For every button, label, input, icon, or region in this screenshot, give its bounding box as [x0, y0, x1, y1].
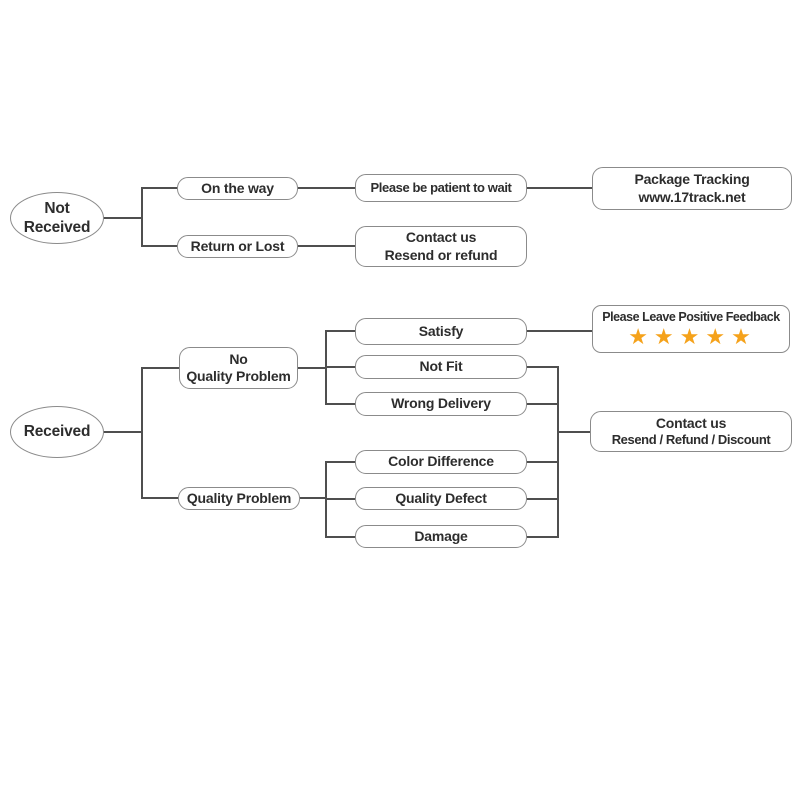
- connector-line: [527, 536, 558, 538]
- no-quality-problem-line1: No: [229, 350, 248, 367]
- quality-problem-label: Quality Problem: [186, 489, 292, 506]
- node-satisfy: Satisfy: [355, 318, 527, 345]
- node-return-or-lost: Return or Lost: [177, 235, 298, 258]
- node-please-wait: Please be patient to wait: [355, 174, 527, 202]
- contact-discount-line1: Contact us: [655, 414, 727, 431]
- received-label: Received: [23, 423, 91, 441]
- not-received-label-line1: Not: [44, 199, 70, 217]
- node-positive-feedback: Please Leave Positive Feedback ★★★★★: [592, 305, 790, 353]
- no-quality-problem-line2: Quality Problem: [186, 368, 291, 384]
- positive-feedback-label: Please Leave Positive Feedback: [602, 309, 780, 324]
- connector-line: [141, 367, 180, 369]
- node-contact-discount: Contact us Resend / Refund / Discount: [590, 411, 792, 452]
- package-tracking-line2: www.17track.net: [638, 188, 746, 205]
- contact-resend-refund-line1: Contact us: [405, 229, 477, 245]
- connector-line: [325, 536, 355, 538]
- node-no-quality-problem: No Quality Problem: [179, 347, 298, 389]
- return-or-lost-label: Return or Lost: [190, 237, 285, 254]
- connector-line: [325, 498, 355, 500]
- node-received: Received: [10, 406, 104, 458]
- quality-defect-label: Quality Defect: [395, 489, 487, 506]
- connector-line: [141, 367, 143, 499]
- connector-line: [527, 366, 558, 368]
- not-fit-label: Not Fit: [419, 358, 463, 375]
- connector-line: [527, 461, 558, 463]
- node-wrong-delivery: Wrong Delivery: [355, 392, 527, 416]
- connector-line: [557, 431, 590, 433]
- node-not-received: Not Received: [10, 192, 104, 244]
- node-quality-problem: Quality Problem: [178, 487, 300, 510]
- connector-line: [527, 187, 592, 189]
- connector-line: [298, 187, 355, 189]
- connector-line: [527, 403, 558, 405]
- please-wait-label: Please be patient to wait: [370, 179, 512, 195]
- on-the-way-label: On the way: [201, 179, 274, 196]
- connector-line: [325, 461, 355, 463]
- not-received-label-line2: Received: [23, 219, 91, 236]
- node-not-fit: Not Fit: [355, 355, 527, 379]
- connector-line: [141, 245, 178, 247]
- node-color-difference: Color Difference: [355, 450, 527, 474]
- node-package-tracking: Package Tracking www.17track.net: [592, 167, 792, 210]
- connector-line: [325, 366, 355, 368]
- package-tracking-line1: Package Tracking: [634, 171, 750, 187]
- connector-line: [297, 497, 327, 499]
- contact-resend-refund-line2: Resend or refund: [384, 246, 498, 263]
- connector-line: [527, 498, 558, 500]
- connector-line: [557, 366, 559, 538]
- satisfy-label: Satisfy: [418, 322, 464, 339]
- connector-line: [141, 497, 179, 499]
- connector-line: [103, 431, 143, 433]
- connector-line: [325, 403, 355, 405]
- node-contact-resend-refund: Contact us Resend or refund: [355, 226, 527, 267]
- color-difference-label: Color Difference: [388, 453, 494, 470]
- connector-line: [527, 330, 592, 332]
- contact-discount-line2: Resend / Refund / Discount: [611, 432, 771, 448]
- connector-line: [141, 187, 178, 189]
- connector-line: [297, 367, 327, 369]
- connector-line: [325, 330, 355, 332]
- node-on-the-way: On the way: [177, 177, 298, 200]
- wrong-delivery-label: Wrong Delivery: [391, 395, 491, 412]
- node-quality-defect: Quality Defect: [355, 487, 527, 510]
- connector-line: [103, 217, 143, 219]
- connector-line: [141, 187, 143, 247]
- feedback-stars: ★★★★★: [628, 324, 757, 350]
- node-damage: Damage: [355, 525, 527, 548]
- damage-label: Damage: [414, 527, 468, 544]
- connector-line: [298, 245, 355, 247]
